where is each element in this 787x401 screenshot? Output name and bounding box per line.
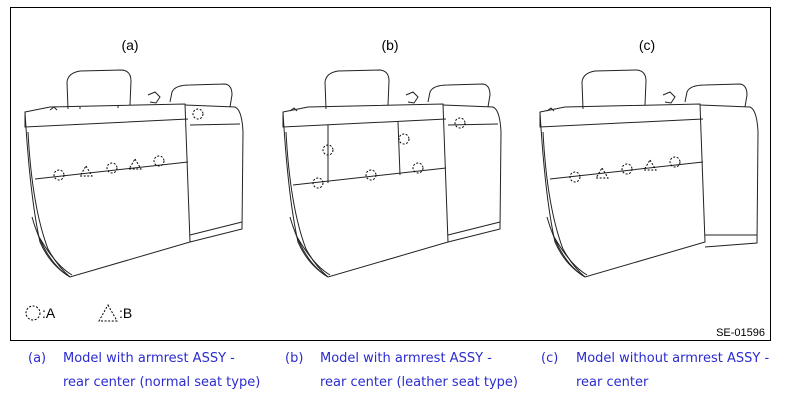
headrest-c: [581, 69, 647, 110]
markers-b: [312, 117, 466, 189]
legend-circle-label: :A: [42, 305, 56, 321]
legend-triangle-label: :B: [119, 305, 132, 321]
caption-c-line2: rear center: [576, 375, 649, 390]
caption-b-letter: (b): [285, 351, 304, 366]
caption-a-line2: rear center (normal seat type): [63, 375, 261, 390]
panel-a: (a): [24, 37, 244, 278]
legend: :A :B: [25, 303, 132, 322]
caption-b-line1: Model with armrest ASSY -: [320, 351, 492, 366]
marker-circle-a: [621, 163, 633, 175]
seatback-right-a: [49, 83, 244, 243]
legend-circle-icon: [25, 305, 41, 321]
seat-diagram-figure: (a) (b): [10, 7, 771, 341]
panel-b-label: (b): [381, 37, 398, 53]
caption-row: (a) Model with armrest ASSY - rear cente…: [0, 347, 787, 399]
seatback-left-c: [539, 103, 706, 278]
marker-circle-a: [53, 169, 65, 181]
marker-circle-a: [322, 144, 334, 156]
marker-circle-a: [192, 108, 204, 120]
caption-a-line1: Model with armrest ASSY -: [63, 351, 235, 366]
marker-circle-a: [398, 133, 410, 145]
marker-triangle-b: [595, 167, 609, 179]
caption-b-line2: rear center (leather seat type): [320, 375, 518, 390]
headrest-a: [66, 69, 132, 110]
caption-c-line1: Model without armrest ASSY -: [576, 351, 770, 366]
markers-a: [53, 108, 204, 181]
marker-circle-a: [106, 162, 118, 174]
seatback-left-b: [282, 103, 449, 278]
marker-circle-a: [569, 171, 581, 183]
figure-id: SE-01596: [716, 327, 765, 339]
headrest-b: [324, 69, 390, 110]
marker-triangle-b: [643, 159, 657, 171]
panel-a-label: (a): [121, 37, 138, 53]
marker-circle-a: [365, 169, 377, 181]
marker-circle-a: [312, 177, 324, 189]
markers-c: [569, 156, 681, 183]
marker-triangle-b: [79, 165, 93, 177]
seatback-right-c: [546, 83, 759, 248]
panel-c: (c): [539, 37, 759, 278]
caption-a-letter: (a): [28, 351, 47, 366]
panel-c-label: (c): [639, 37, 655, 53]
panel-b: (b): [282, 37, 502, 278]
marker-circle-a: [412, 162, 424, 174]
marker-circle-a: [454, 117, 466, 129]
marker-circle-a: [669, 156, 681, 168]
seatback-right-b: [289, 83, 502, 243]
legend-triangle-icon: [98, 303, 118, 322]
marker-circle-a: [153, 155, 165, 167]
marker-triangle-b: [128, 158, 142, 170]
caption-c-letter: (c): [541, 351, 559, 366]
